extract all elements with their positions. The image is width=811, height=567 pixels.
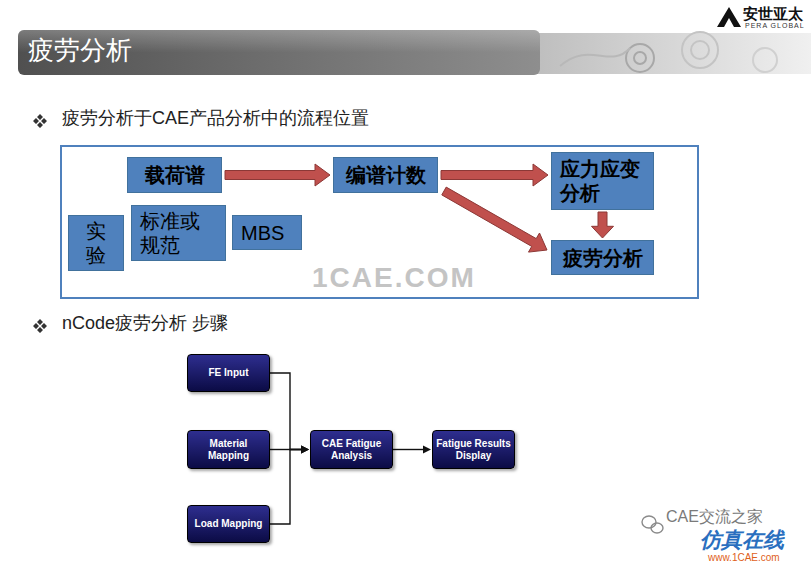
- bullet-symbol: [33, 319, 47, 333]
- box-label: 实验: [77, 219, 115, 267]
- arrow-head: [301, 446, 309, 454]
- process-box: 载荷谱: [127, 157, 222, 193]
- flow-arrow: [225, 164, 330, 186]
- connector: [441, 164, 548, 186]
- arrow-head: [301, 446, 309, 454]
- watermark: 仿真在线: [700, 528, 784, 552]
- source-box: MBS: [232, 215, 302, 250]
- box-label: 应力应变 分析: [560, 157, 645, 205]
- watermark: CAE交流之家: [666, 508, 763, 526]
- connector: [270, 446, 309, 525]
- box-label: FE Input: [191, 367, 266, 379]
- logo-mark: [717, 7, 741, 27]
- step-box: Load Mapping: [187, 505, 270, 543]
- connector: [393, 446, 431, 454]
- flow-arrow: [441, 164, 548, 186]
- logo-text: 安世亚太: [743, 5, 803, 22]
- connector-line: [270, 373, 302, 450]
- box-label: Load Mapping: [191, 518, 266, 530]
- box-label: 编谱计数: [342, 163, 429, 187]
- step-box: Fatigue Results Display: [432, 430, 515, 469]
- connector-line: [270, 450, 302, 525]
- source-box: 标准或 规范: [131, 205, 226, 261]
- flow-arrow: [592, 212, 614, 238]
- gear-ornament: [560, 32, 777, 72]
- bullet-symbol: [33, 114, 47, 128]
- watermark: 1CAE.COM: [312, 262, 476, 294]
- flow-frame: [61, 146, 698, 298]
- connector-line: [393, 449, 424, 450]
- box-label: Fatigue Results Display: [436, 438, 511, 462]
- connector: [592, 212, 614, 238]
- connector: [225, 164, 330, 186]
- connector: [442, 187, 547, 252]
- box-label: 疲劳分析: [560, 246, 645, 270]
- box-label: 标准或 规范: [140, 209, 217, 257]
- title-bar-gloss: [18, 30, 540, 75]
- title-bar: [18, 30, 540, 75]
- logo-subtext: PERA GLOBAL: [745, 22, 805, 30]
- step-box: Material Mapping: [187, 430, 270, 469]
- arrow-head: [301, 446, 309, 454]
- step-box: CAE Fatigue Analysis: [310, 430, 393, 469]
- bullet-text: nCode疲劳分析 步骤: [62, 313, 228, 334]
- watermark: www.1CAE.com: [708, 552, 780, 564]
- process-box: 编谱计数: [333, 157, 438, 193]
- header-ornament: [530, 33, 811, 74]
- box-label: Material Mapping: [191, 438, 266, 462]
- step-box: FE Input: [187, 354, 270, 392]
- wechat-icon: [642, 516, 663, 533]
- arrow-head: [423, 446, 431, 454]
- flow-arrow: [442, 187, 547, 252]
- connector: [270, 373, 309, 454]
- process-box: 疲劳分析: [551, 240, 654, 275]
- source-box: 实验: [68, 215, 124, 271]
- slide-title: 疲劳分析: [28, 36, 132, 66]
- bullet-text: 疲劳分析于CAE产品分析中的流程位置: [62, 108, 369, 129]
- box-label: CAE Fatigue Analysis: [314, 438, 389, 462]
- box-label: 载荷谱: [136, 163, 213, 187]
- box-label: MBS: [241, 221, 293, 245]
- process-box: 应力应变 分析: [551, 152, 654, 210]
